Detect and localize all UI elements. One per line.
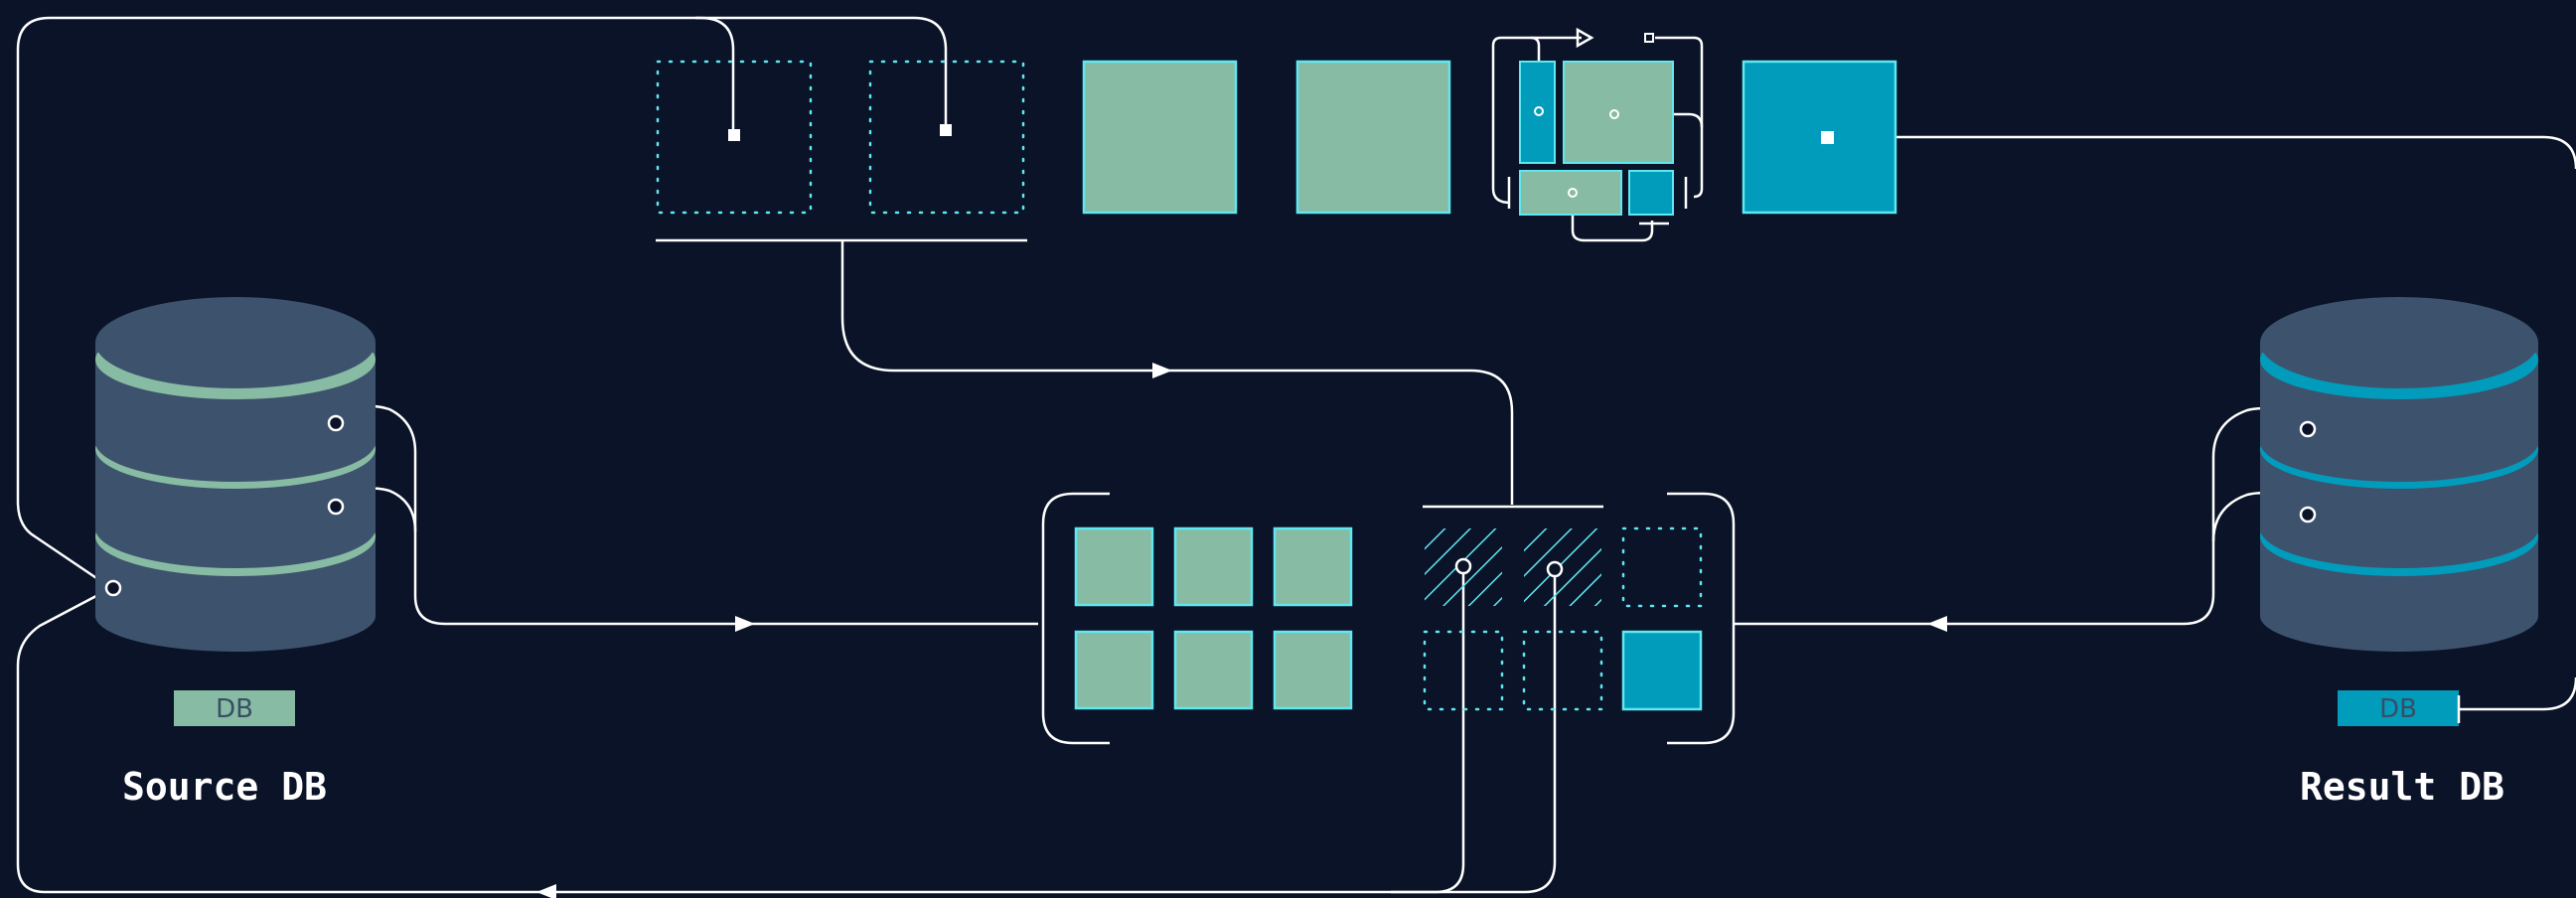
- connector-circle-icon: [327, 414, 345, 432]
- db-segment-bottom: [95, 489, 376, 568]
- result-tag-line: [2460, 676, 2576, 711]
- source-db-label: Source DB: [122, 765, 327, 809]
- return-bottom-line: [16, 568, 1557, 894]
- staging-dotted-boxes: [656, 60, 1025, 215]
- empty-slot: [1621, 526, 1703, 608]
- connector-circle-icon: [327, 498, 345, 516]
- connector-square-icon: [1644, 33, 1654, 43]
- component-wiring-mid: [1614, 112, 1704, 128]
- result-database-icon[interactable]: [2260, 297, 2538, 652]
- staging-to-join-line: [840, 240, 1514, 505]
- component-bottom-part: [1519, 170, 1622, 216]
- db-base: [95, 580, 376, 652]
- arrowhead-icon: [735, 616, 755, 632]
- db-base: [2260, 580, 2538, 652]
- connector-circle-icon: [104, 579, 122, 597]
- connector-circle-icon: [2299, 506, 2317, 524]
- source-to-staging-line: [16, 16, 735, 590]
- batch-cell[interactable]: [1273, 526, 1353, 607]
- composite-component[interactable]: [1519, 61, 1674, 216]
- component-tall-part: [1519, 61, 1556, 164]
- db-segment-bottom: [2260, 489, 2538, 568]
- arrowhead-icon: [536, 884, 556, 898]
- batch-cell[interactable]: [1173, 630, 1254, 710]
- component-wiring-bottom: [1571, 193, 1654, 242]
- empty-slot: [1423, 630, 1504, 711]
- component-connectors: [1534, 33, 1654, 198]
- connector-circle-icon: [1609, 109, 1619, 119]
- source-db-tag-text: DB: [216, 694, 253, 724]
- db-segment-mid: [95, 402, 376, 482]
- arrowhead-icon: [1576, 27, 1594, 49]
- source-connectors: [104, 414, 345, 597]
- left-bracket: [1041, 492, 1110, 745]
- batch-cell[interactable]: [1173, 526, 1254, 607]
- arrowheads: [536, 27, 1947, 898]
- join-connectors: [1454, 557, 1564, 578]
- empty-slot: [868, 60, 1025, 215]
- batch-grid: [1074, 526, 1353, 710]
- connector-circle-icon: [2299, 420, 2317, 438]
- result-db-label: Result DB: [2300, 765, 2504, 809]
- joined-cell[interactable]: [1621, 630, 1703, 711]
- source-database-icon[interactable]: [95, 297, 376, 652]
- db-segment-mid: [2260, 402, 2538, 482]
- connector-circle-icon: [1454, 557, 1472, 575]
- component-small-part: [1628, 170, 1674, 216]
- result-connectors: [2299, 420, 2317, 524]
- db-top: [95, 297, 376, 388]
- return-bottom-line-2: [1391, 566, 1465, 894]
- output-to-result-line: [1828, 135, 2576, 170]
- batch-cell[interactable]: [1074, 526, 1154, 607]
- staged-block[interactable]: [1082, 60, 1238, 215]
- staged-block[interactable]: [1295, 60, 1451, 215]
- connector-square-icon: [728, 129, 740, 141]
- connector-circle-icon: [1568, 188, 1578, 198]
- connector-circle-icon: [1534, 106, 1544, 116]
- empty-slot: [656, 60, 813, 215]
- batch-cell[interactable]: [1074, 630, 1154, 710]
- arrowhead-icon: [1927, 616, 1947, 632]
- connector-square-icon: [940, 124, 952, 136]
- batch-cell[interactable]: [1273, 630, 1353, 710]
- output-block[interactable]: [1742, 60, 1897, 215]
- connector-circle-icon: [1546, 560, 1564, 578]
- source-db-tag: [174, 690, 295, 726]
- staged-blocks: [1082, 60, 1451, 215]
- result-db-tag-text: DB: [2379, 694, 2417, 724]
- join-grid: [1423, 526, 1703, 711]
- db-top: [2260, 297, 2538, 388]
- connector-square-icon: [1821, 131, 1834, 144]
- source-tap-upper: [335, 404, 1038, 626]
- component-wiring-top: [1491, 36, 1541, 205]
- result-db-tag: [2338, 690, 2459, 726]
- arrowhead-icon: [1152, 363, 1172, 378]
- empty-slot: [1522, 630, 1603, 711]
- right-bracket: [1667, 492, 1736, 745]
- staging-branch-line: [695, 16, 948, 129]
- component-wiring-right: [1655, 36, 1704, 199]
